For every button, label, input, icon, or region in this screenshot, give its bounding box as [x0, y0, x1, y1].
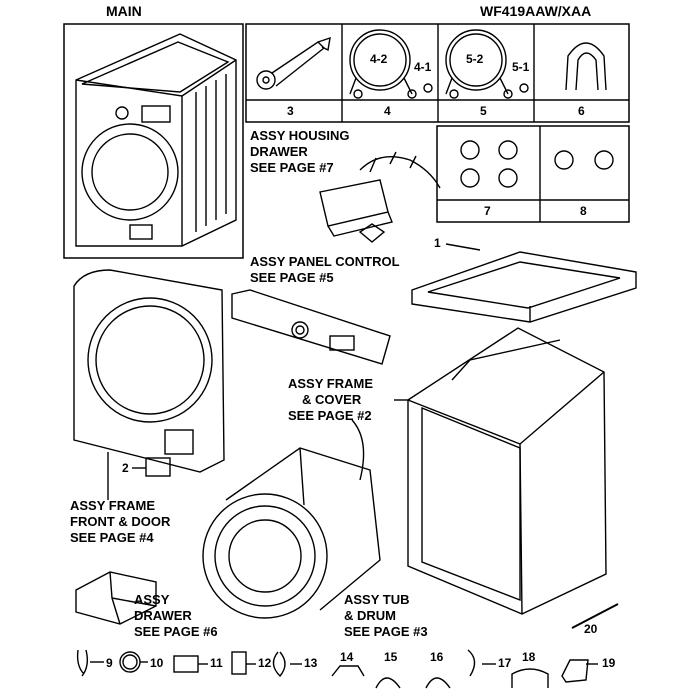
strap-part-20	[571, 603, 619, 629]
main-washer-illustration	[75, 33, 237, 247]
clip-part-17	[467, 649, 476, 677]
detergent-drawer-illustration	[75, 571, 157, 625]
top-cover-illustration	[411, 251, 637, 323]
section-title: MAIN	[106, 3, 142, 19]
part-number-5-1: 5-1	[512, 60, 530, 74]
assy-housing-label: ASSY HOUSING DRAWER SEE PAGE #7	[250, 128, 350, 175]
foot-cap-part-icon-7	[460, 140, 518, 188]
assy-drawer-label: ASSY DRAWER SEE PAGE #6	[134, 592, 218, 639]
callout-1: 1	[434, 236, 441, 250]
housing-drawer-illustration	[319, 151, 441, 243]
part-number-7: 7	[484, 204, 491, 218]
part-number-6: 6	[578, 104, 585, 118]
part-number-14: 14	[340, 650, 354, 664]
assy-frame-front-label: ASSY FRAME FRONT & DOOR SEE PAGE #4	[70, 498, 171, 545]
part-number-3: 3	[287, 104, 294, 118]
clamp-part-18	[511, 668, 549, 688]
clamp-part-9	[76, 649, 89, 677]
tub-drum-illustration	[202, 419, 381, 619]
main-washer-box	[63, 23, 244, 259]
cabinet-frame-illustration	[407, 327, 607, 615]
clamp-part-15	[375, 677, 401, 689]
clamp-part-14	[331, 665, 365, 677]
part-number-5-2: 5-2	[466, 52, 484, 66]
clamp-part-10	[119, 651, 141, 673]
part-number-13: 13	[304, 656, 318, 670]
part-number-4-2: 4-2	[370, 52, 388, 66]
holder-part-19	[561, 659, 589, 683]
part-number-17: 17	[498, 656, 512, 670]
part-number-8: 8	[580, 204, 587, 218]
callout-20: 20	[584, 622, 598, 636]
part-number-16: 16	[430, 650, 444, 664]
hose-part-icon-4	[349, 29, 433, 99]
hose-part-icon-5	[445, 29, 529, 99]
foot-cap-part-icon-8	[554, 150, 614, 170]
part-number-12: 12	[258, 656, 272, 670]
assy-tub-label: ASSY TUB & DRUM SEE PAGE #3	[344, 592, 428, 639]
control-panel-illustration	[231, 289, 391, 365]
model-number: WF419AAW/XAA	[480, 3, 592, 19]
part-number-19: 19	[602, 656, 616, 670]
small-cover-illustration	[145, 457, 171, 477]
part-number-11: 11	[210, 656, 223, 670]
part-number-9: 9	[106, 656, 113, 670]
part-number-10: 10	[150, 656, 164, 670]
holder-part-12	[231, 651, 247, 675]
front-frame-door-illustration	[73, 269, 225, 473]
part-number-5: 5	[480, 104, 487, 118]
clip-part-13	[272, 651, 286, 678]
assy-frame-cover-label: ASSY FRAME & COVER SEE PAGE #2	[288, 376, 373, 423]
bracket-part-11	[173, 655, 199, 673]
hose-guide-part-icon	[565, 42, 607, 91]
callout-2: 2	[122, 461, 129, 475]
wrench-part-icon	[256, 36, 331, 90]
part-number-4: 4	[384, 104, 391, 118]
part-number-4-1: 4-1	[414, 60, 432, 74]
part-number-18: 18	[522, 650, 536, 664]
assy-panel-label: ASSY PANEL CONTROL SEE PAGE #5	[250, 254, 400, 285]
part-number-15: 15	[384, 650, 398, 664]
clamp-part-16	[425, 677, 451, 689]
